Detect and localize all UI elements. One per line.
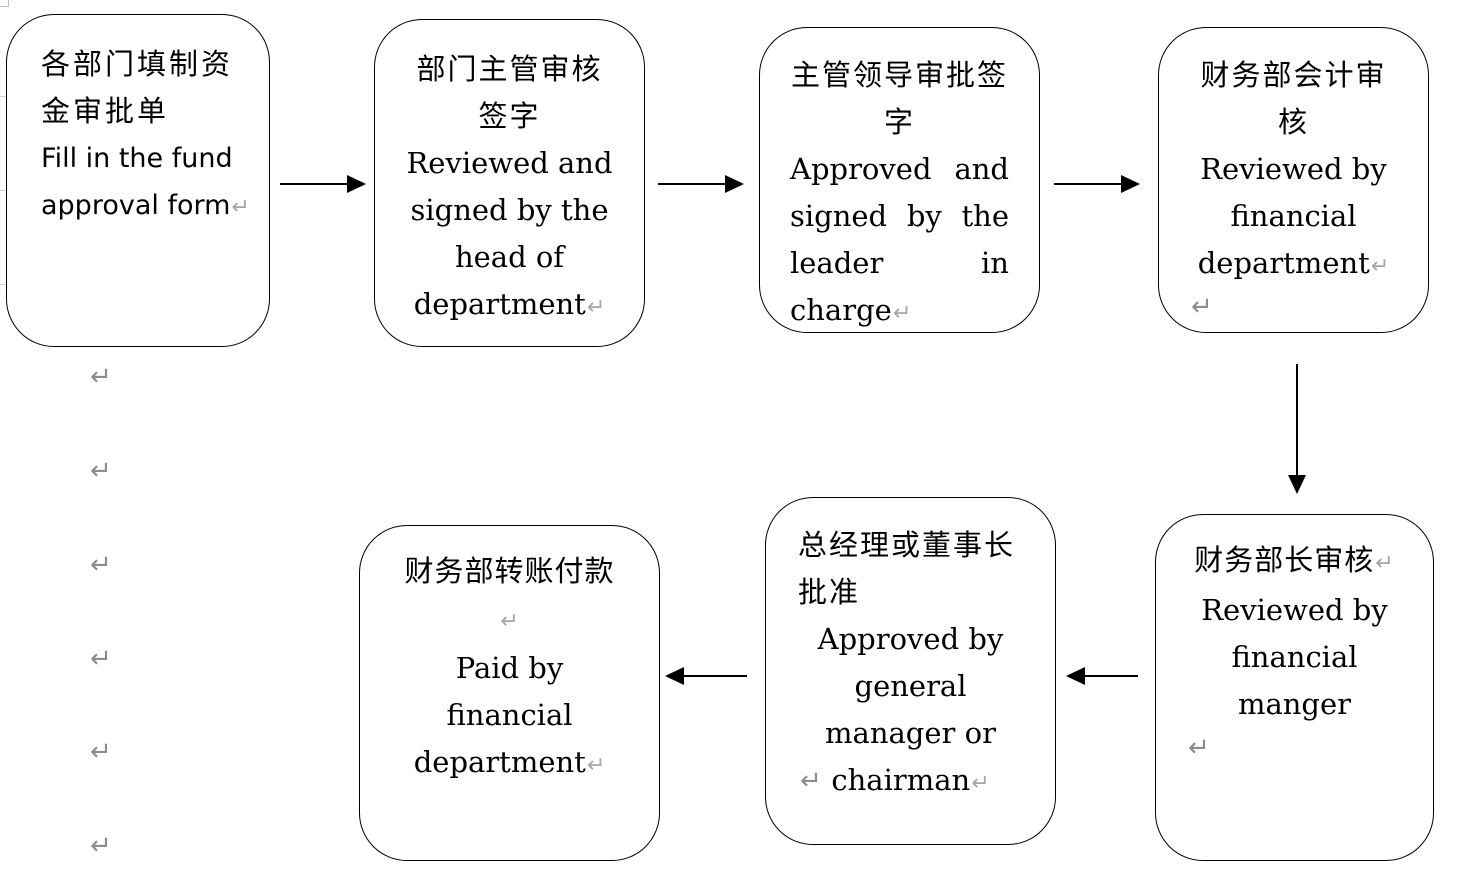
node-gm-approve: 总经理或董事长批准 Approved by general manager or… bbox=[765, 497, 1056, 845]
node-en-label: Reviewed by financial manger bbox=[1201, 593, 1388, 721]
node-cn-label: 财务部转账付款 bbox=[404, 554, 615, 588]
paragraph-mark: ↵ bbox=[90, 737, 112, 767]
node-cn-line: 财务部转账付款 ↵ bbox=[400, 548, 619, 645]
node-en-label: Approved and signed by the leader in cha… bbox=[790, 152, 1009, 327]
paragraph-mark: ↵ bbox=[971, 771, 990, 796]
node-en-line: Approved by general manager or chairman↵ bbox=[798, 616, 1023, 807]
node-en-label: Reviewed and signed by the head of depar… bbox=[406, 146, 613, 321]
paragraph-mark: ↵ bbox=[586, 753, 606, 778]
arrow-accountant-to-manager bbox=[1288, 364, 1306, 494]
node-en-label: Approved by general manager or chairman bbox=[817, 622, 1004, 797]
node-cn-label: 财务部会计审核 bbox=[1200, 58, 1387, 139]
node-finance-accountant: 财务部会计审核 Reviewed by financial department… bbox=[1158, 27, 1429, 333]
node-fill-form: 各部门填制资金审批单 Fill in the fund approval for… bbox=[6, 14, 270, 347]
page-corner-mark bbox=[0, 0, 9, 7]
arrow-gm-to-payment bbox=[665, 667, 747, 685]
paragraph-mark: ↵ bbox=[1370, 254, 1390, 279]
margin-tick bbox=[0, 190, 6, 191]
paragraph-mark: ↵ bbox=[90, 831, 112, 861]
node-en-label: Paid by financial department bbox=[413, 651, 586, 779]
paragraph-mark: ↵ bbox=[90, 362, 112, 392]
node-en-line: Paid by financial department↵ bbox=[400, 645, 619, 789]
arrow-head-to-leader bbox=[658, 175, 744, 193]
node-cn-label: 主管领导审批签字 bbox=[790, 58, 1008, 139]
node-en-line: Approved and signed by the leader in cha… bbox=[790, 146, 1009, 337]
paragraph-mark: ↵ bbox=[892, 301, 912, 326]
node-en-line: Fill in the fund approval form↵ bbox=[41, 135, 251, 231]
paragraph-mark: ↵ bbox=[1191, 292, 1213, 322]
paragraph-mark: ↵ bbox=[90, 456, 112, 486]
paragraph-mark: ↵ bbox=[231, 195, 250, 220]
margin-tick bbox=[0, 284, 6, 285]
node-cn-line: 财务部长审核↵ bbox=[1192, 537, 1397, 587]
paragraph-mark: ↵ bbox=[500, 609, 520, 634]
arrow-leader-to-accountant bbox=[1054, 175, 1140, 193]
paragraph-mark: ↵ bbox=[800, 766, 822, 796]
node-en-label: Fill in the fund approval form bbox=[41, 143, 233, 221]
paragraph-mark: ↵ bbox=[90, 550, 112, 580]
node-cn-label: 总经理或董事长批准 bbox=[798, 528, 1016, 609]
paragraph-mark: ↵ bbox=[586, 295, 606, 320]
node-en-line: Reviewed by financial department↵ bbox=[1193, 146, 1394, 290]
node-leader-approve: 主管领导审批签字 Approved and signed by the lead… bbox=[759, 27, 1040, 333]
node-payment: 财务部转账付款↵ Paid by financial department↵ bbox=[359, 525, 660, 861]
paragraph-mark: ↵ bbox=[90, 644, 112, 674]
node-finance-manager: 财务部长审核↵ Reviewed by financial manger ↵ bbox=[1155, 514, 1434, 861]
node-cn-label: 财务部长审核 bbox=[1194, 543, 1375, 577]
arrow-manager-to-gm bbox=[1066, 667, 1138, 685]
arrow-fill-to-head bbox=[280, 175, 366, 193]
node-head-review: 部门主管审核签字 Reviewed and signed by the head… bbox=[374, 19, 645, 347]
node-en-label: Reviewed by financial department bbox=[1197, 152, 1387, 280]
margin-tick bbox=[0, 96, 6, 97]
node-cn-label: 各部门填制资金审批单 bbox=[41, 47, 234, 128]
paragraph-mark: ↵ bbox=[1188, 733, 1210, 763]
node-en-line: Reviewed and signed by the head of depar… bbox=[403, 140, 616, 331]
paragraph-mark: ↵ bbox=[1375, 551, 1395, 576]
node-cn-label: 部门主管审核签字 bbox=[416, 52, 603, 133]
